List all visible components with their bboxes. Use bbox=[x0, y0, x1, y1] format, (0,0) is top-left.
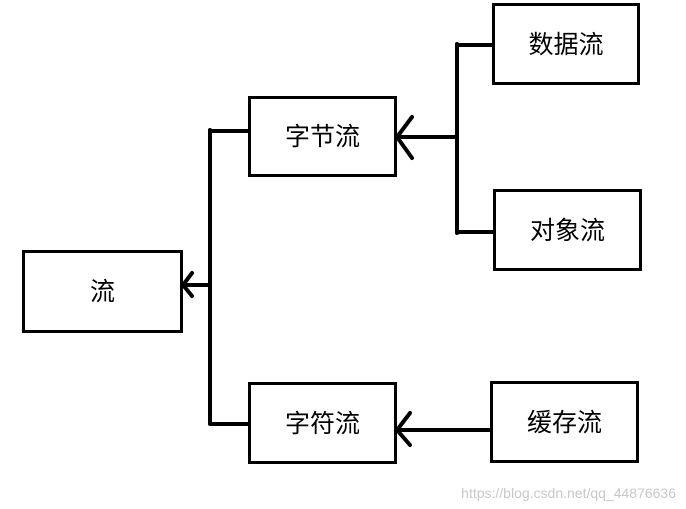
node-stream-label: 流 bbox=[89, 277, 115, 306]
node-byte-stream-label: 字节流 bbox=[284, 122, 360, 151]
node-char-stream-label: 字符流 bbox=[284, 408, 360, 438]
char-arrow-head bbox=[395, 411, 412, 447]
byte-bracket bbox=[455, 42, 496, 235]
byte-arrow-head bbox=[395, 115, 414, 160]
node-data-stream-label: 数据流 bbox=[528, 29, 604, 59]
node-char-stream: 字符流 bbox=[248, 382, 397, 464]
node-object-stream: 对象流 bbox=[493, 189, 642, 271]
node-byte-stream: 字节流 bbox=[248, 96, 397, 177]
watermark: https://blog.csdn.net/qq_44876636 bbox=[461, 485, 676, 501]
node-buffered-stream: 缓存流 bbox=[490, 381, 639, 463]
node-data-stream: 数据流 bbox=[492, 3, 640, 85]
node-stream: 流 bbox=[22, 250, 183, 333]
root-arrow-head bbox=[181, 271, 194, 298]
root-bracket bbox=[208, 128, 250, 426]
node-object-stream-label: 对象流 bbox=[529, 215, 605, 245]
node-buffered-stream-label: 缓存流 bbox=[526, 407, 602, 437]
